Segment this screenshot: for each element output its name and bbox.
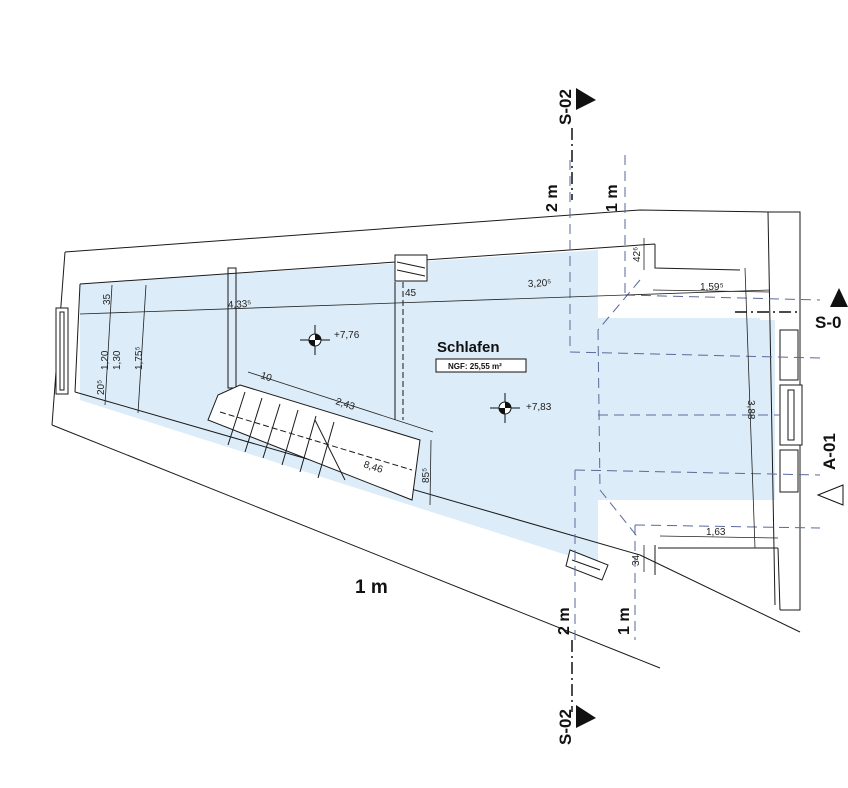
dim-45: 45	[405, 288, 417, 299]
label-bottom-1m: 1 m	[616, 607, 633, 635]
left-window	[55, 307, 69, 395]
section-arrow-bottom-icon	[576, 705, 596, 728]
dim-85: 85⁵	[421, 468, 432, 483]
room-fill	[80, 250, 760, 565]
level-label-1: +7,76	[334, 330, 360, 341]
dim-130: 1,30	[112, 350, 123, 370]
dim-175: 1,75⁵	[134, 346, 145, 370]
section-label-bottom: S-02	[556, 709, 575, 745]
bottom-window	[565, 549, 609, 581]
dimension-lines	[79, 238, 779, 572]
section-arrow-top-icon	[576, 88, 596, 110]
section-label-top: S-02	[556, 89, 575, 125]
label-bottom-2m: 2 m	[556, 607, 573, 635]
label-left-1m: 1 m	[355, 577, 388, 598]
label-top-1m: 1 m	[604, 184, 621, 212]
dim-34: 34	[631, 554, 642, 566]
right-windows	[779, 329, 803, 493]
level-label-2: +7,83	[526, 402, 552, 413]
area-box	[435, 358, 527, 373]
dim-388: 3,88	[745, 400, 756, 420]
staircase	[207, 384, 421, 501]
dim-4335: 4,33⁵	[228, 299, 252, 311]
section-label-right: S-0	[815, 313, 841, 332]
dim-3205: 3,20⁵	[528, 278, 552, 290]
dim-163: 1,63	[706, 527, 726, 538]
level-marker-2	[490, 393, 520, 423]
dim-120: 1,20	[100, 350, 111, 370]
columns	[227, 254, 428, 420]
section-arrow-right-icon	[830, 288, 848, 307]
room-area: NGF: 25,55 m²	[448, 362, 502, 371]
room-name: Schlafen	[437, 339, 500, 356]
level-marker-1	[300, 325, 330, 355]
room-fill-lower	[600, 320, 775, 500]
dim-1595: 1,59⁵	[700, 282, 724, 293]
dim-10: 10	[259, 370, 273, 384]
view-label-a01: A-01	[820, 433, 839, 470]
label-top-2m: 2 m	[544, 184, 561, 212]
dashed-guides	[569, 155, 821, 640]
dim-42: 42⁶	[632, 247, 643, 262]
dim-20: 20⁵	[96, 380, 107, 395]
section-line-s02	[571, 128, 800, 712]
view-arrow-a01-icon	[816, 484, 844, 506]
dim-35: 35	[102, 293, 113, 305]
